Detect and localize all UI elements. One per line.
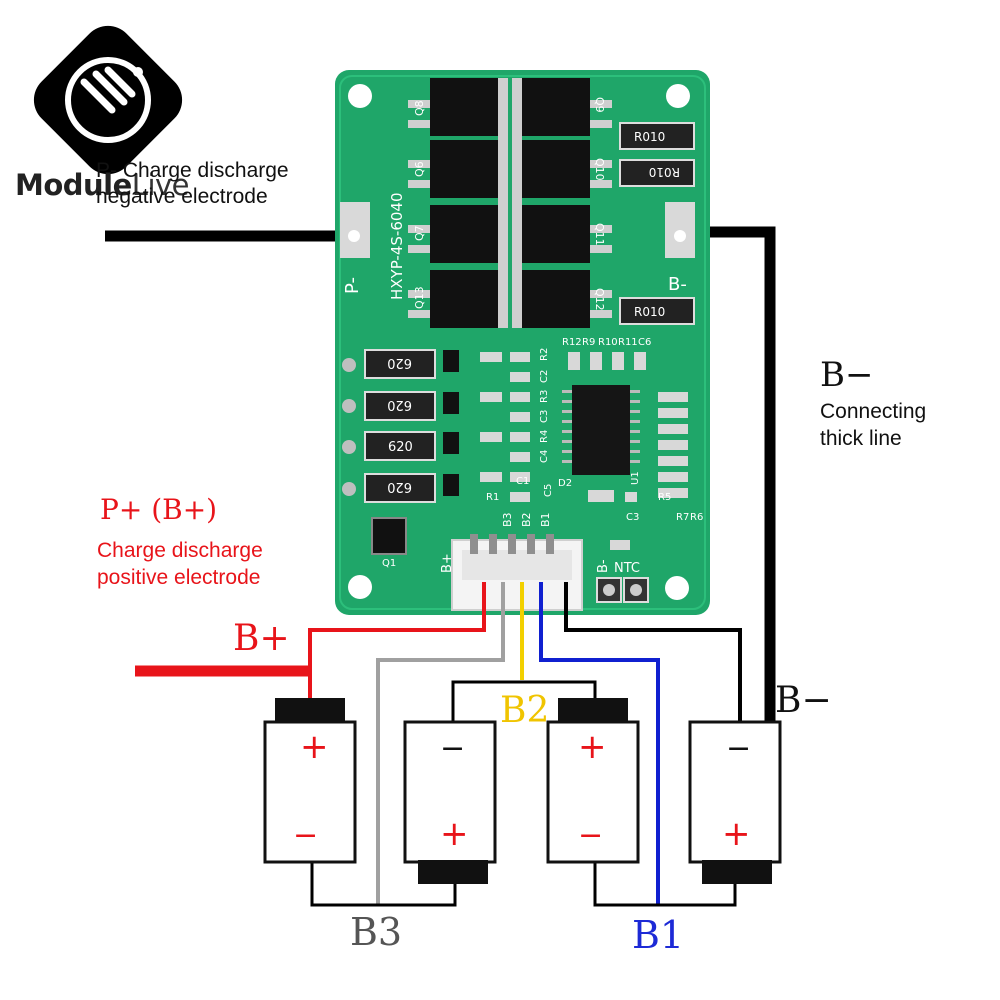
shunt-label-3: R010 bbox=[634, 305, 665, 319]
mosfet-label-q12: Q12 bbox=[593, 288, 606, 311]
b-minus-caption: Connecting thick line bbox=[820, 398, 926, 452]
p-minus-caption-line1: P- Charge discharge bbox=[96, 159, 289, 182]
cell-link-2-3 bbox=[451, 680, 597, 722]
silk-r2: R2 bbox=[539, 348, 550, 361]
silk-r1: R1 bbox=[486, 492, 499, 503]
silk-r11: R11 bbox=[618, 337, 638, 348]
cell-link-3-4 bbox=[593, 862, 737, 907]
shunt-label-1: R010 bbox=[634, 130, 665, 144]
p-plus-title: P+ (B+) bbox=[100, 493, 218, 526]
connector-label-bplus: B+ bbox=[440, 553, 455, 573]
battery-1-bottom-sign: − bbox=[293, 818, 318, 853]
battery-cell-1: + − bbox=[263, 698, 357, 864]
modulelive-logo-icon bbox=[33, 25, 183, 175]
b3-balance-wire bbox=[376, 582, 505, 905]
p-minus-caption: P- Charge discharge negative electrode bbox=[96, 158, 289, 210]
mosfet-label-q9: Q9 bbox=[593, 97, 606, 113]
p-minus-caption-line2: negative electrode bbox=[96, 185, 268, 208]
connector-label-b1: B1 bbox=[539, 512, 552, 527]
mosfet-labels: Q8 Q6 Q7 Q13 Q9 Q10 Q11 Q12 bbox=[413, 97, 606, 311]
mosfet-label-q11: Q11 bbox=[593, 223, 606, 246]
silk-u1: U1 bbox=[630, 471, 641, 485]
b-minus-caption-line1: Connecting bbox=[820, 400, 927, 423]
b1-label: B1 bbox=[632, 913, 685, 957]
silk-r10: R10 bbox=[598, 337, 618, 348]
silk-c1: C1 bbox=[516, 476, 529, 487]
silk-c6: C6 bbox=[638, 337, 651, 348]
balance-resistor-label-2: 620 bbox=[387, 397, 412, 412]
board-model-label: HXYP-4S-6040 bbox=[388, 193, 406, 301]
brand-logo-light: Live bbox=[131, 168, 190, 202]
mosfet-label-q13: Q13 bbox=[413, 286, 426, 309]
battery-2-bottom-sign: + bbox=[440, 814, 469, 854]
connector-label-b2: B2 bbox=[520, 512, 533, 527]
silk-c5: C5 bbox=[543, 484, 554, 497]
b-plus-balance-wire bbox=[308, 582, 486, 700]
balance-resistor-label-4: 620 bbox=[387, 479, 412, 494]
b1-balance-wire bbox=[539, 582, 660, 905]
silk-r4: R4 bbox=[539, 430, 550, 443]
silk-c4: C4 bbox=[539, 450, 550, 463]
connector-label-bminus: B- bbox=[596, 559, 611, 573]
battery-cell-4: − + bbox=[688, 720, 782, 884]
pad-b-minus-label: B- bbox=[668, 274, 687, 295]
b-minus-caption-line2: thick line bbox=[820, 427, 902, 450]
balance-resistor-label-1: 620 bbox=[387, 355, 412, 370]
mosfet-label-q7: Q7 bbox=[413, 225, 426, 241]
silk-r12: R12 bbox=[562, 337, 582, 348]
shunt-label-2: R010 bbox=[649, 165, 680, 179]
mosfet-label-q8: Q8 bbox=[413, 100, 426, 116]
battery-3-top-sign: + bbox=[578, 727, 607, 767]
mosfet-label-q6: Q6 bbox=[413, 161, 426, 177]
silk-c3: C3 bbox=[539, 410, 550, 423]
battery-1-top-sign: + bbox=[300, 727, 329, 767]
battery-cell-3: + − bbox=[546, 698, 640, 864]
pad-p-minus-label: P- bbox=[342, 277, 363, 294]
battery-4-top-sign: − bbox=[726, 731, 751, 766]
balance-resistor-label-3: 620 bbox=[388, 440, 413, 455]
battery-cell-2: − + bbox=[403, 720, 497, 884]
b-minus-thick-wire bbox=[700, 226, 776, 726]
connector-label-b3: B3 bbox=[501, 512, 514, 527]
cell-link-1-2 bbox=[310, 862, 457, 907]
b-minus-balance-wire bbox=[564, 582, 742, 726]
silk-d2: D2 bbox=[558, 478, 572, 489]
battery-2-top-sign: − bbox=[440, 731, 465, 766]
mosfet-array bbox=[408, 78, 612, 328]
bms-pcb-board: HXYP-4S-6040 P- B- R010 R010 R010 620 62… bbox=[335, 70, 710, 615]
b-minus-right-label: B− bbox=[775, 680, 832, 721]
p-plus-caption-line1: Charge discharge bbox=[97, 539, 263, 562]
brand-logo-bold: Module bbox=[15, 168, 132, 202]
silk-r5: R5 bbox=[658, 492, 671, 503]
brand-logo-text: ModuleLive bbox=[15, 168, 190, 202]
battery-4-bottom-sign: + bbox=[722, 814, 751, 854]
b-minus-top-label: B− bbox=[820, 355, 874, 395]
silk-r9: R9 bbox=[582, 337, 595, 348]
silk-r7: R7 bbox=[676, 512, 689, 523]
ntc-label: NTC bbox=[614, 561, 640, 576]
p-plus-caption-line2: positive electrode bbox=[97, 566, 261, 589]
b-plus-label: B+ bbox=[233, 618, 290, 659]
silk-c3b: C3 bbox=[626, 512, 639, 523]
mosfet-label-q10: Q10 bbox=[593, 158, 606, 181]
silk-q1: Q1 bbox=[382, 558, 396, 569]
silk-r6: R6 bbox=[690, 512, 703, 523]
silk-r3: R3 bbox=[539, 390, 550, 403]
silk-c2: C2 bbox=[539, 370, 550, 383]
b2-label: B2 bbox=[500, 690, 550, 731]
b3-label: B3 bbox=[350, 910, 403, 954]
p-plus-caption: Charge discharge positive electrode bbox=[97, 537, 263, 591]
battery-3-bottom-sign: − bbox=[578, 818, 603, 853]
